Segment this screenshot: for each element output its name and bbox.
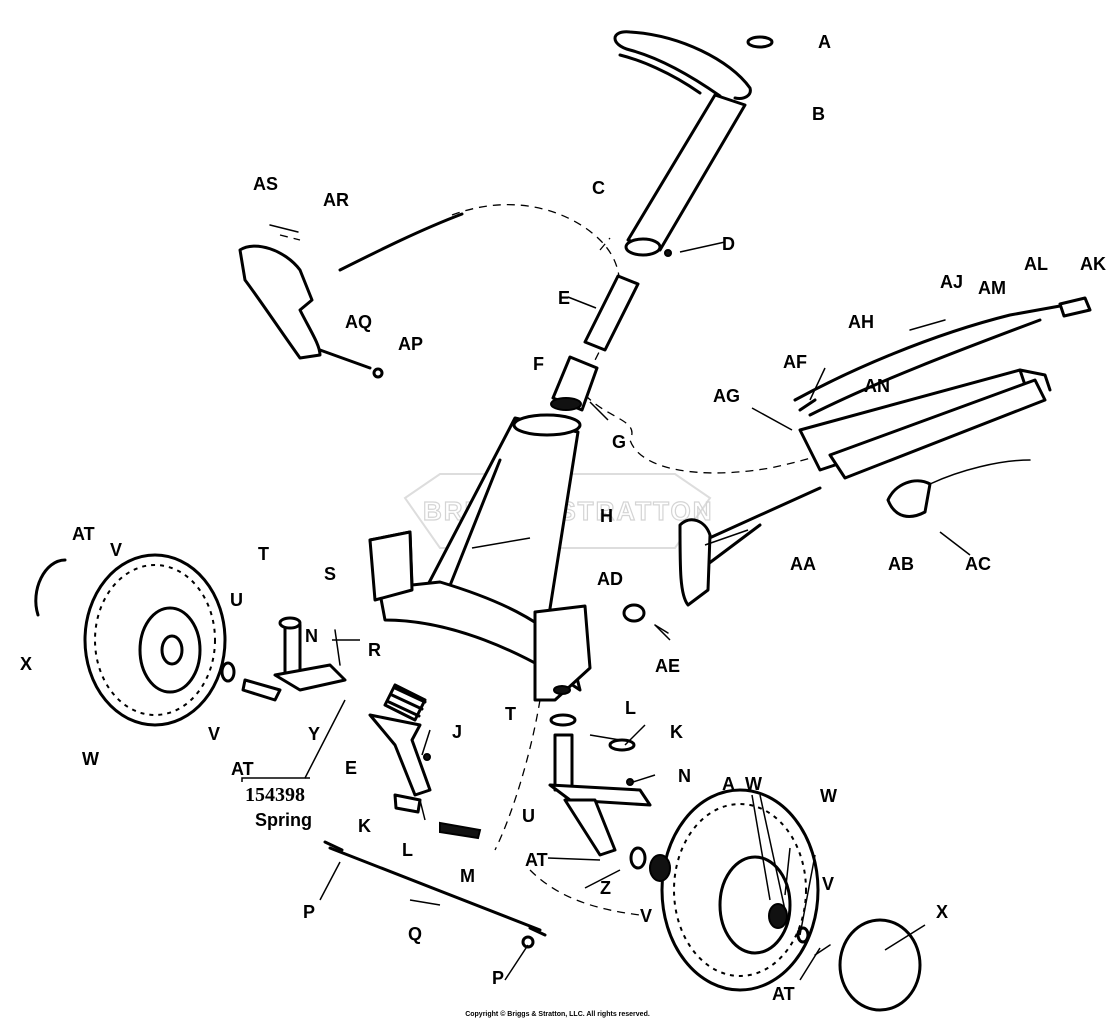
label-b: B	[812, 104, 825, 124]
label-h: H	[600, 506, 613, 526]
label-a: A	[818, 32, 831, 52]
label-aa: AA	[790, 554, 816, 574]
label-l-right: L	[625, 698, 636, 718]
label-ac: AC	[965, 554, 991, 574]
control-lever-assembly	[793, 296, 1092, 480]
label-al: AL	[1024, 254, 1048, 274]
label-r: R	[368, 640, 381, 660]
label-at-callout: AT	[231, 759, 254, 779]
label-aq: AQ	[345, 312, 372, 332]
label-l-lower: L	[402, 840, 413, 860]
label-v-right-low: V	[640, 906, 652, 926]
label-t-right: T	[505, 704, 516, 724]
label-k-lower: K	[358, 816, 371, 836]
label-ap: AP	[398, 334, 423, 354]
label-u-left: U	[230, 590, 243, 610]
label-v-right: V	[822, 874, 834, 894]
leader-lines	[241, 241, 971, 981]
label-e-upper: E	[558, 288, 570, 308]
label-v-mid: V	[208, 724, 220, 744]
label-v-left: V	[110, 540, 122, 560]
label-p-left: P	[303, 902, 315, 922]
label-q: Q	[408, 924, 422, 944]
label-u-right: U	[522, 806, 535, 826]
label-z: Z	[600, 878, 611, 898]
label-g: G	[612, 432, 626, 452]
label-e-lower: E	[345, 758, 357, 778]
callout-part-number: 154398	[245, 784, 305, 806]
label-m: M	[460, 866, 475, 886]
part-labels: A B C D E F G H AS AR AQ AP AJ AM AL AK …	[20, 32, 1106, 1004]
label-at-right-mid: AT	[525, 850, 548, 870]
label-x-left: X	[20, 654, 32, 674]
steering-shaft	[583, 274, 640, 352]
left-wheel	[34, 553, 227, 727]
front-axle-frame	[368, 530, 592, 702]
label-s: S	[324, 564, 336, 584]
washer-ad	[622, 603, 669, 634]
label-af: AF	[783, 352, 807, 372]
label-t-left: T	[258, 544, 269, 564]
drag-link	[323, 840, 547, 949]
label-ad: AD	[597, 569, 623, 589]
label-y: Y	[308, 724, 320, 744]
lever-arm	[678, 486, 822, 607]
steering-spring	[368, 683, 482, 840]
label-w-left: W	[82, 749, 99, 769]
callout-part-name: Spring	[255, 810, 312, 830]
label-ar: AR	[323, 190, 349, 210]
label-an: AN	[864, 376, 890, 396]
label-am: AM	[978, 278, 1006, 298]
label-f: F	[533, 354, 544, 374]
label-d: D	[722, 234, 735, 254]
control-knob	[886, 459, 1031, 518]
label-w-right-inner: W	[745, 774, 762, 794]
label-p-right: P	[492, 968, 504, 988]
label-aj: AJ	[940, 272, 963, 292]
label-as: AS	[253, 174, 278, 194]
label-a-right: A	[722, 774, 735, 794]
handle-grip	[613, 30, 774, 100]
label-at-left: AT	[72, 524, 95, 544]
label-n-left: N	[305, 626, 318, 646]
label-ah: AH	[848, 312, 874, 332]
brake-rod	[269, 212, 464, 272]
label-ab: AB	[888, 554, 914, 574]
label-c: C	[592, 178, 605, 198]
label-ak: AK	[1080, 254, 1106, 274]
right-spindle	[548, 713, 652, 857]
label-at-right-low: AT	[772, 984, 795, 1004]
pedal	[238, 244, 384, 379]
label-ae: AE	[655, 656, 680, 676]
label-x-right: X	[936, 902, 948, 922]
label-w-right: W	[820, 786, 837, 806]
right-wheel	[629, 788, 922, 1012]
label-k-right: K	[670, 722, 683, 742]
handle-tube	[624, 93, 747, 257]
label-j: J	[452, 722, 462, 742]
label-n-right: N	[678, 766, 691, 786]
bushing	[550, 355, 599, 412]
copyright-notice: Copyright © Briggs & Stratton, LLC. All …	[465, 1011, 650, 1018]
left-spindle	[220, 616, 347, 702]
label-ag: AG	[713, 386, 740, 406]
